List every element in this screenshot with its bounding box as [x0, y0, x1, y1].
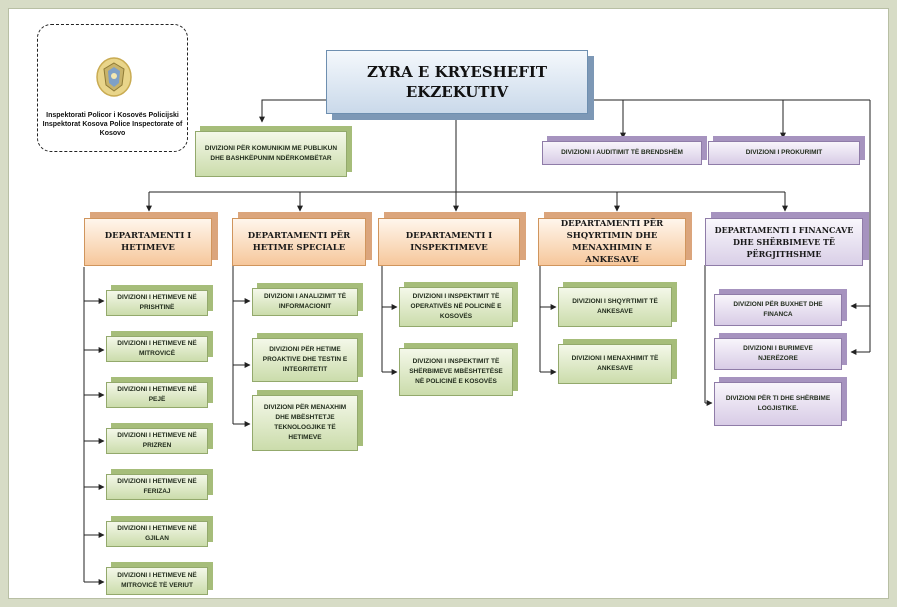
division-box: DIVIZIONI I INSPEKTIMIT TË SHËRBIMEVE MB…	[399, 348, 513, 396]
division-box: DIVIZIONI I SHQYRTIMIT TË ANKESAVE	[558, 287, 672, 327]
procurement-division-box: DIVIZIONI I PROKURIMIT	[708, 141, 860, 165]
division-box: DIVIZIONI PËR HETIME PROAKTIVE DHE TESTI…	[252, 338, 358, 382]
division-box: DIVIZIONI PËR MENAXHIM DHE MBËSHTETJE TE…	[252, 395, 358, 451]
division-label: DIVIZIONI PËR TI DHE SHËRBIME LOGJISTIKE…	[725, 395, 831, 412]
division-box: DIVIZIONI I HETIMEVE NË FERIZAJ	[106, 474, 208, 500]
division-label: DIVIZIONI I HETIMEVE NË PRISHTINË	[117, 294, 197, 311]
division-box: DIVIZIONI I HETIMEVE NË MITROVICË TË VER…	[106, 567, 208, 595]
dept-special-investigations-box: DEPARTAMENTI PËR HETIME SPECIALE	[232, 218, 366, 266]
division-box: DIVIZIONI I BURIMEVE NJERËZORE	[714, 338, 842, 370]
executive-title-line2: EKZEKUTIV	[405, 83, 509, 101]
division-box: DIVIZIONI I HETIMEVE NË GJILAN	[106, 521, 208, 547]
division-label: DIVIZIONI I INSPEKTIMIT TË OPERATIVËS NË…	[410, 293, 502, 320]
division-label: DIVIZIONI I BURIMEVE NJERËZORE	[743, 345, 813, 362]
internal-audit-division-label: DIVIZIONI I AUDITIMIT TË BRENDSHËM	[561, 149, 683, 156]
division-label: DIVIZIONI I HETIMEVE NË PRIZREN	[117, 432, 197, 449]
dept-inspections-box: DEPARTAMENTI I INSPEKTIMEVE	[378, 218, 520, 266]
internal-audit-division-box: DIVIZIONI I AUDITIMIT TË BRENDSHËM	[542, 141, 702, 165]
logo-text-english: Police Inspectorate of Kosovo	[99, 121, 183, 137]
communication-division-label: DIVIZIONI PËR KOMUNIKIM ME PUBLIKUN DHE …	[204, 145, 338, 162]
dept-inspections-title: DEPARTAMENTI I INSPEKTIMEVE	[405, 231, 493, 253]
division-label: DIVIZIONI I HETIMEVE NË GJILAN	[117, 525, 197, 542]
division-box: DIVIZIONI I HETIMEVE NË PRIZREN	[106, 428, 208, 454]
division-box: DIVIZIONI I HETIMEVE NË PRISHTINË	[106, 290, 208, 316]
division-box: DIVIZIONI I HETIMEVE NË PEJË	[106, 382, 208, 408]
division-label: DIVIZIONI I SHQYRTIMIT TË ANKESAVE	[572, 298, 658, 315]
division-label: DIVIZIONI I INSPEKTIMIT TË SHËRBIMEVE MB…	[409, 358, 503, 385]
division-box: DIVIZIONI I HETIMEVE NË MITROVICË	[106, 336, 208, 362]
police-badge-logo	[96, 57, 132, 97]
division-label: DIVIZIONI I MENAXHIMIT TË ANKESAVE	[571, 355, 659, 372]
dept-finance-title: DEPARTAMENTI I FINANCAVE DHE SHËRBIMEVE …	[714, 225, 854, 259]
dept-investigations-title: DEPARTAMENTI I HETIMEVE	[104, 231, 192, 253]
inspectorate-logo-box: Inspektorati Policor i Kosovës Policijsk…	[37, 24, 188, 152]
chief-executive-office-box: ZYRA E KRYESHEFIT EKZEKUTIV	[326, 50, 588, 114]
division-box: DIVIZIONI I INSPEKTIMIT TË OPERATIVËS NË…	[399, 287, 513, 327]
dept-investigations-box: DEPARTAMENTI I HETIMEVE	[84, 218, 212, 266]
division-box: DIVIZIONI I MENAXHIMIT TË ANKESAVE	[558, 344, 672, 384]
division-label: DIVIZIONI PËR MENAXHIM DHE MBËSHTETJE TE…	[263, 404, 347, 441]
dept-complaints-box: DEPARTAMENTI PËR SHQYRTIMIN DHE MENAXHIM…	[538, 218, 686, 266]
executive-title-line1: ZYRA E KRYESHEFIT	[366, 63, 548, 81]
procurement-division-label: DIVIZIONI I PROKURIMIT	[745, 149, 823, 156]
division-label: DIVIZIONI PËR BUXHET DHE FINANCA	[733, 301, 823, 318]
division-box: DIVIZIONI I ANALIZIMIT TË INFORMACIONIT	[252, 288, 358, 316]
division-box: DIVIZIONI PËR BUXHET DHE FINANCA	[714, 294, 842, 326]
dept-special-investigations-title: DEPARTAMENTI PËR HETIME SPECIALE	[247, 231, 351, 253]
dept-finance-box: DEPARTAMENTI I FINANCAVE DHE SHËRBIMEVE …	[705, 218, 863, 266]
communication-division-box: DIVIZIONI PËR KOMUNIKIM ME PUBLIKUN DHE …	[195, 131, 347, 177]
division-box: DIVIZIONI PËR TI DHE SHËRBIME LOGJISTIKE…	[714, 382, 842, 426]
division-label: DIVIZIONI I HETIMEVE NË FERIZAJ	[117, 478, 197, 495]
division-label: DIVIZIONI I HETIMEVE NË MITROVICË	[117, 340, 197, 357]
division-label: DIVIZIONI I ANALIZIMIT TË INFORMACIONIT	[263, 293, 347, 310]
division-label: DIVIZIONI I HETIMEVE NË MITROVICË TË VER…	[117, 572, 197, 589]
division-label: DIVIZIONI I HETIMEVE NË PEJË	[117, 386, 197, 403]
logo-text-serbian: Policijski Inspektorat Kosova	[42, 112, 179, 128]
division-label: DIVIZIONI PËR HETIME PROAKTIVE DHE TESTI…	[262, 346, 348, 373]
dept-complaints-title: DEPARTAMENTI PËR SHQYRTIMIN DHE MENAXHIM…	[560, 219, 664, 265]
logo-text-albanian: Inspektorati Policor i Kosovës	[46, 112, 147, 119]
